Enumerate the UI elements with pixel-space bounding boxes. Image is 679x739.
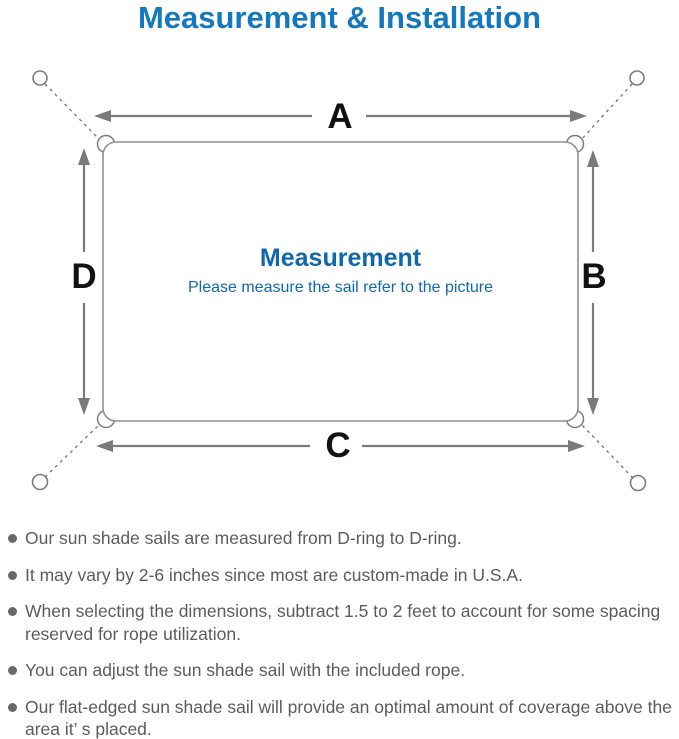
anchor-circle-icon-bottom-right bbox=[629, 474, 647, 492]
dimension-label-c: C bbox=[325, 426, 351, 465]
dimension-arrow-c bbox=[96, 440, 585, 452]
dimension-label-b: B bbox=[581, 257, 607, 296]
bullet-dot-icon bbox=[8, 570, 17, 580]
note-text: You can adjust the sun shade sail with t… bbox=[25, 660, 466, 680]
anchor-circle-icon-bottom-left bbox=[31, 473, 49, 491]
rope-line-top-right bbox=[579, 83, 633, 142]
rope-line-bottom-left bbox=[44, 422, 102, 478]
note-text: When selecting the dimensions, subtract … bbox=[25, 601, 661, 644]
page-title: Measurement & Installation bbox=[137, 0, 542, 35]
anchor-circle-icon-top-left bbox=[32, 70, 48, 86]
dimension-arrow-d bbox=[78, 148, 90, 415]
anchor-circle-icon-top-right bbox=[629, 70, 645, 86]
rope-line-top-left bbox=[44, 83, 102, 142]
note-item: You can adjust the sun shade sail with t… bbox=[8, 659, 675, 682]
note-text: Our flat-edged sun shade sail will provi… bbox=[25, 696, 672, 739]
note-item: Our flat-edged sun shade sail will provi… bbox=[8, 696, 675, 739]
anchor-circles bbox=[31, 70, 647, 492]
notes-list: Our sun shade sails are measured from D-… bbox=[8, 527, 675, 739]
note-text: It may vary by 2-6 inches since most are… bbox=[25, 564, 523, 585]
dimension-label-a: A bbox=[327, 97, 353, 136]
rope-dashed-lines bbox=[44, 83, 634, 479]
dimension-arrow-a bbox=[94, 110, 587, 122]
note-item: When selecting the dimensions, subtract … bbox=[8, 600, 675, 645]
measurement-heading: Measurement bbox=[259, 244, 422, 272]
bullet-dot-icon bbox=[8, 607, 17, 616]
bullet-dot-icon bbox=[8, 666, 17, 675]
rope-line-bottom-right bbox=[580, 423, 634, 479]
dimension-arrow-b bbox=[587, 150, 599, 415]
note-text: Our sun shade sails are measured from D-… bbox=[25, 528, 462, 548]
bullet-dot-icon bbox=[8, 534, 17, 543]
measurement-subtitle: Please measure the sail refer to the pic… bbox=[187, 279, 494, 296]
dimension-label-d: D bbox=[71, 257, 97, 296]
note-item: Our sun shade sails are measured from D-… bbox=[8, 527, 675, 550]
diagram-center-text: Measurement Please measure the sail refe… bbox=[103, 243, 578, 298]
note-item: It may vary by 2-6 inches since most are… bbox=[8, 564, 675, 587]
sail-outline bbox=[102, 141, 579, 422]
bullet-dot-icon bbox=[8, 702, 17, 712]
sail-measurement-diagram bbox=[31, 70, 647, 492]
